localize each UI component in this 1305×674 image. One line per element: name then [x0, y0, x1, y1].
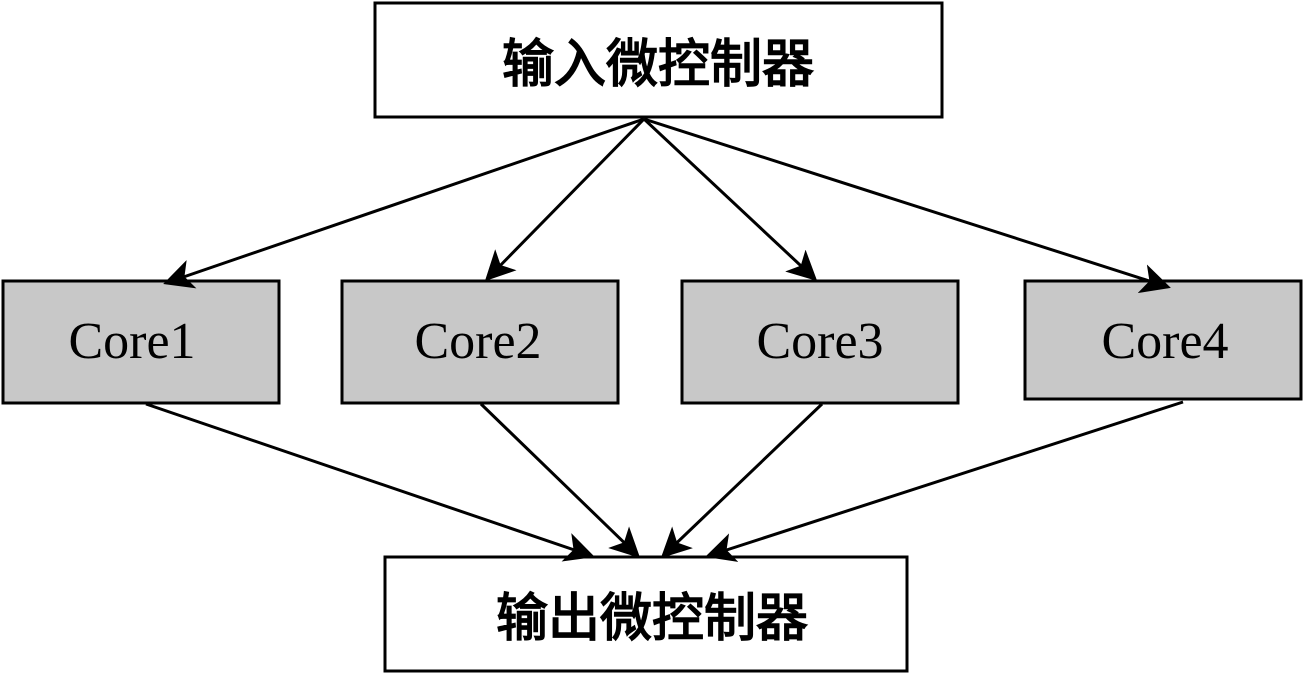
core-node-3: Core3: [680, 279, 960, 405]
output-controller-node: 输出微控制器: [383, 555, 909, 673]
arrow-input-to-core3: [642, 117, 818, 282]
core-label-4: Core4: [1101, 313, 1228, 370]
core-label-2: Core2: [414, 313, 541, 370]
core-box-3: [680, 279, 960, 405]
arrow-core2-to-output: [479, 402, 641, 559]
arrow-core1-to-output: [145, 402, 595, 562]
output-controller-label: 输出微控制器: [496, 589, 809, 649]
core-node-2: Core2: [340, 279, 620, 405]
arrow-core4-to-output: [705, 400, 1184, 562]
core-label-1: Core1: [68, 313, 195, 370]
arrow-input-to-core2: [484, 117, 646, 282]
input-controller-label: 输入微控制器: [502, 35, 815, 95]
core-box-2: [340, 279, 620, 405]
arrow-core3-to-output: [660, 402, 824, 559]
input-controller-box: [373, 1, 944, 119]
core-node-1: Core1: [1, 279, 281, 405]
core-box-1: [1, 279, 281, 405]
core-box-4: [1023, 279, 1303, 401]
input-controller-node: 输入微控制器: [373, 1, 944, 119]
core-label-3: Core3: [756, 313, 883, 370]
arrow-input-to-core4: [643, 117, 1171, 294]
output-controller-box: [383, 555, 909, 673]
core-node-4: Core4: [1023, 279, 1303, 401]
arrow-input-to-core1: [163, 117, 645, 289]
